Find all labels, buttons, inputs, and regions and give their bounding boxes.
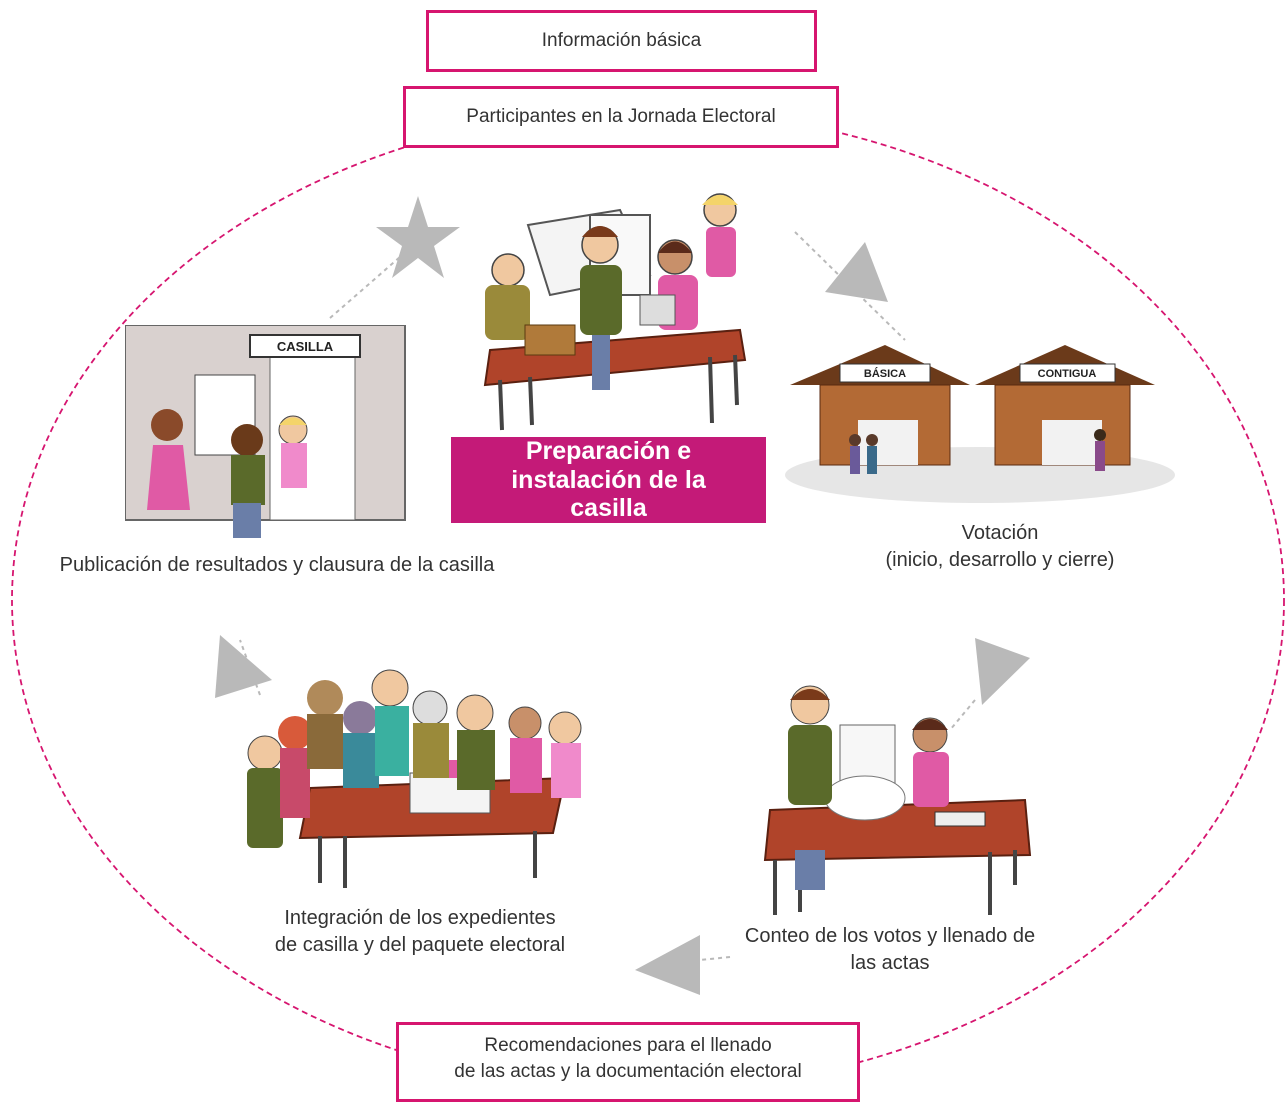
preparation-stage-label[interactable]: Preparación e instalación de la casilla xyxy=(451,437,766,523)
casilla-sign: CASILLA xyxy=(277,339,334,354)
integration-label-line2: de casilla y del paquete electoral xyxy=(274,934,566,956)
publication-stage-label[interactable]: Publicación de resultados y clausura de … xyxy=(42,552,512,579)
participants-box[interactable]: Participantes en la Jornada Electoral xyxy=(403,86,839,148)
contigua-sign: CONTIGUA xyxy=(1038,368,1097,380)
counting-illustration xyxy=(763,685,1032,915)
star-icon xyxy=(376,196,460,278)
connector-line xyxy=(949,699,976,731)
basic-info-box[interactable]: Información básica xyxy=(426,10,817,72)
voting-stage-label[interactable]: Votación (inicio, desarrollo y cierre) xyxy=(840,520,1160,574)
preparation-illustration xyxy=(483,193,747,431)
connector-line xyxy=(329,249,409,319)
voting-label-line1: Votación xyxy=(961,522,1039,544)
counting-label-line1: Conteo de los votos y llenado de xyxy=(744,925,1036,947)
basic-info-label: Información básica xyxy=(541,30,702,52)
publication-illustration: CASILLA xyxy=(125,325,406,538)
recommendations-line1: Recomendaciones para el llenado xyxy=(484,1035,772,1057)
participants-label: Participantes en la Jornada Electoral xyxy=(466,106,776,128)
arrow-down-icon xyxy=(975,638,1030,705)
integration-stage-label[interactable]: Integración de los expedientes de casill… xyxy=(255,905,585,959)
arrow-right-down-icon xyxy=(825,242,888,302)
connector-line xyxy=(239,639,261,696)
voting-illustration: BÁSICA CONTIGUA xyxy=(785,345,1175,503)
counting-label-line2: las actas xyxy=(850,952,930,974)
integration-label-line1: Integración de los expedientes xyxy=(284,907,556,929)
integration-illustration xyxy=(247,669,582,888)
recommendations-box[interactable]: Recomendaciones para el llenado de las a… xyxy=(396,1022,860,1102)
voting-label-line2: (inicio, desarrollo y cierre) xyxy=(885,549,1115,571)
recommendations-line2: de las actas y la documentación electora… xyxy=(454,1061,802,1082)
arrow-up-icon xyxy=(215,635,272,698)
connector-line xyxy=(699,956,731,961)
counting-stage-label[interactable]: Conteo de los votos y llenado de las act… xyxy=(730,923,1050,977)
connector-line xyxy=(794,231,906,341)
publication-label: Publicación de resultados y clausura de … xyxy=(59,554,495,576)
arrow-left-icon xyxy=(635,935,700,995)
basica-sign: BÁSICA xyxy=(864,367,906,380)
